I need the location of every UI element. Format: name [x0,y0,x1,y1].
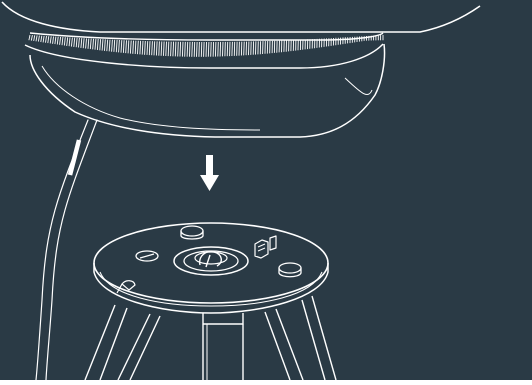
rim-tick [232,42,233,56]
rim-tick [197,42,198,57]
rim-tick [227,42,228,56]
rim-tick [201,42,202,57]
rim-tick [244,42,245,56]
rim-tick [180,42,181,57]
rim-tick [185,42,186,57]
bottom-frame-edge [0,380,532,385]
rim-tick [215,42,216,57]
rim-tick [223,42,224,57]
rim-tick [168,42,169,57]
rim-tick [213,42,214,57]
rim-tick [199,42,200,57]
rim-tick [204,42,205,57]
rim-tick [164,42,165,56]
rim-tick [187,42,188,57]
rim-tick [159,41,160,55]
rim-tick [194,42,195,57]
rim-tick [182,42,183,57]
rim-tick [220,42,221,57]
rim-tick [190,42,191,57]
rim-tick [218,42,219,57]
rim-tick [192,42,193,57]
rim-tick [171,42,172,57]
rim-tick [206,42,207,57]
rim-tick [175,42,176,57]
rim-tick [208,42,209,57]
rim-tick [178,42,179,57]
rim-tick [211,42,212,57]
